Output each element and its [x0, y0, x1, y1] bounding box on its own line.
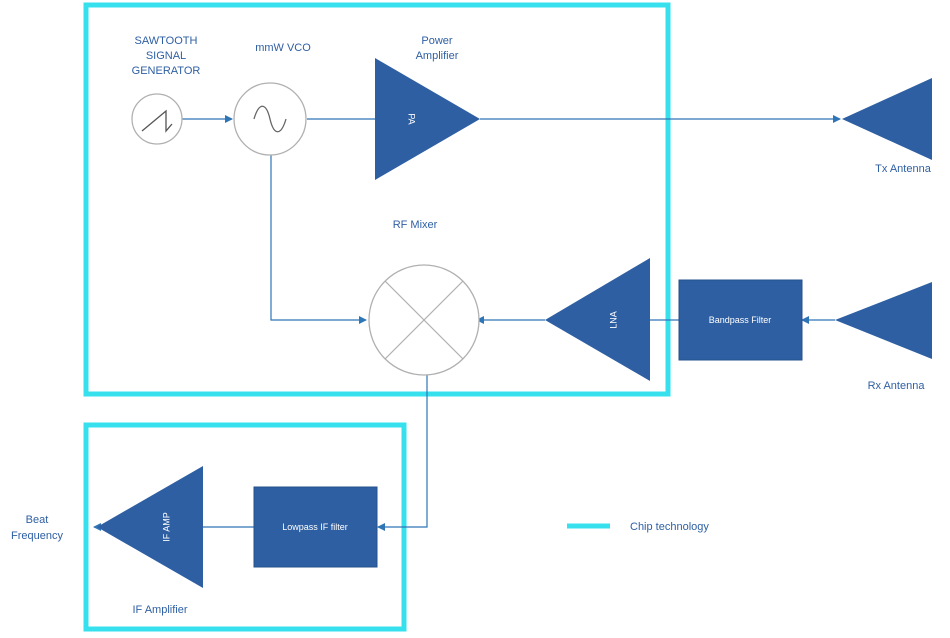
- lna: [545, 258, 650, 381]
- power-amp-label-2: Amplifier: [416, 50, 459, 62]
- beat-label-2: Frequency: [11, 530, 63, 542]
- power-amp-label-1: Power: [421, 35, 453, 47]
- sawtooth-icon: [141, 109, 173, 133]
- if-amplifier-label: IF Amplifier: [132, 604, 187, 616]
- sawtooth-label-1: SAWTOOTH: [135, 35, 198, 47]
- rf-mixer-label: RF Mixer: [393, 219, 438, 231]
- lowpass-filter-label: Lowpass IF filter: [282, 522, 348, 532]
- vco-label: mmW VCO: [255, 42, 311, 54]
- beat-label-1: Beat: [26, 514, 49, 526]
- sawtooth-generator: [131, 93, 183, 145]
- sawtooth-label-2: SIGNAL: [146, 50, 186, 62]
- wire-vco-to-mixer: [270, 155, 367, 324]
- bandpass-filter: [678, 279, 803, 361]
- rx-antenna: [835, 282, 932, 359]
- lowpass-if-filter: [253, 486, 378, 568]
- pa-inner-label: PA: [407, 113, 417, 124]
- legend-label: Chip technology: [630, 521, 709, 533]
- tx-antenna: [842, 78, 932, 160]
- tx-antenna-label: Tx Antenna: [875, 163, 932, 175]
- bandpass-filter-label: Bandpass Filter: [709, 315, 772, 325]
- chip-boundary-main: [83, 2, 671, 397]
- vco: [233, 82, 307, 156]
- sawtooth-label-3: GENERATOR: [132, 65, 201, 77]
- rf-mixer: [368, 264, 480, 376]
- if-amp-inner-label: IF AMP: [161, 512, 171, 542]
- if-amp: [97, 466, 203, 588]
- power-amplifier: [375, 58, 480, 180]
- sine-wave-icon: [253, 105, 287, 133]
- lna-inner-label: LNA: [608, 311, 618, 329]
- rx-antenna-label: Rx Antenna: [868, 380, 926, 392]
- wire-mixer-to-lowpass: [377, 374, 428, 531]
